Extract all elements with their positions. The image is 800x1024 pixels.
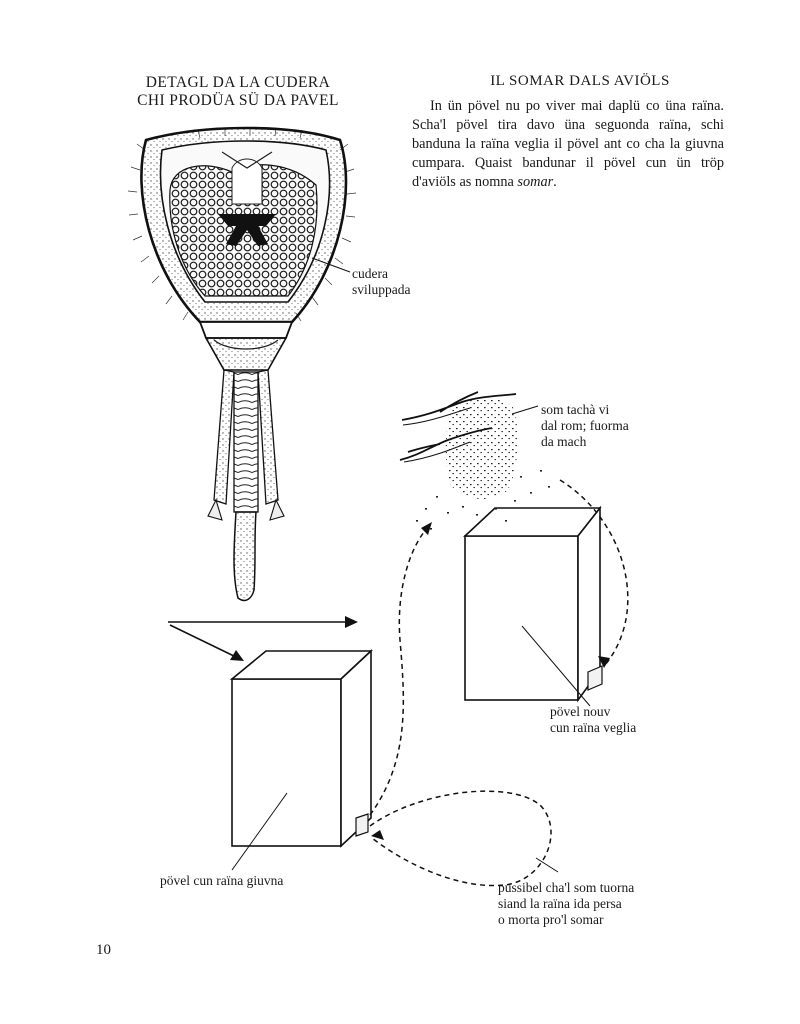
bee-head-detail bbox=[127, 126, 357, 602]
label-return: pussibel cha'l som tuorna siand la raïna… bbox=[498, 880, 634, 928]
left-title-line-2: CHI PRODÜA SÜ DA PAVEL bbox=[137, 92, 339, 109]
label-swarm: som tachà vi dal rom; fuorma da mach bbox=[541, 402, 629, 450]
arrow-to-hive bbox=[168, 616, 358, 661]
hive-box-old bbox=[229, 649, 374, 871]
section-title: IL SOMAR DALS AVIÖLS bbox=[490, 73, 670, 89]
paragraph-end: . bbox=[553, 174, 557, 190]
label-new-hive: pövel nouv cun raïna veglia bbox=[550, 704, 636, 736]
body-paragraph: In ün pövel nu po viver mai daplü co üna… bbox=[412, 97, 724, 192]
hive-box-new bbox=[462, 505, 603, 707]
label-new-hive-line-1: pövel nouv bbox=[550, 704, 611, 719]
label-swarm-line-2: dal rom; fuorma bbox=[541, 418, 629, 433]
paragraph-text: In ün pövel nu po viver mai daplü co üna… bbox=[412, 98, 724, 190]
label-cudera-line-2: sviluppada bbox=[352, 282, 411, 297]
return-pointer bbox=[535, 857, 559, 873]
label-swarm-line-3: da mach bbox=[541, 434, 587, 449]
label-swarm-line-1: som tachà vi bbox=[541, 402, 610, 417]
paragraph-emphasis: somar bbox=[517, 174, 554, 190]
label-return-line-3: o morta pro'l somar bbox=[498, 912, 604, 927]
arrowheads bbox=[371, 522, 610, 840]
page-number: 10 bbox=[96, 942, 111, 958]
label-new-hive-line-2: cun raïna veglia bbox=[550, 720, 637, 735]
label-return-line-2: siand la raïna ida persa bbox=[498, 896, 622, 911]
label-return-line-1: pussibel cha'l som tuorna bbox=[498, 880, 635, 895]
branch-with-swarm bbox=[399, 391, 550, 530]
label-cudera: cudera sviluppada bbox=[352, 266, 411, 298]
flight-paths bbox=[369, 479, 629, 887]
left-title-line-1: DETAGL DA LA CUDERA bbox=[145, 74, 331, 91]
left-figure-title: DETAGL DA LA CUDERA CHI PRODÜA SÜ DA PAV… bbox=[118, 74, 358, 110]
label-cudera-line-1: cudera bbox=[352, 266, 388, 281]
label-old-hive: pövel cun raïna giuvna bbox=[160, 873, 284, 888]
